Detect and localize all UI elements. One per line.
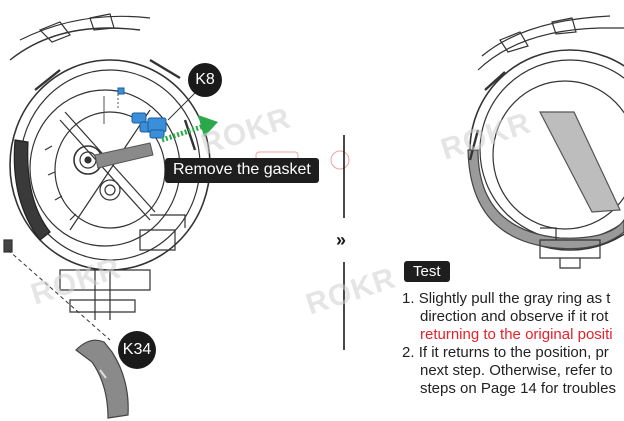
- pull-arrow: [161, 115, 218, 143]
- part-label-k8: K8: [188, 63, 222, 97]
- step-2-line-2: next step. Otherwise, refer to: [420, 362, 613, 379]
- step-1-highlight: returning to the original positi: [420, 326, 613, 343]
- step-2-line-3: steps on Page 14 for troubles: [420, 380, 616, 397]
- step-2-line-1: 2. If it returns to the position, pr: [402, 344, 609, 361]
- k34-part: [75, 339, 129, 419]
- step-1-line-2: direction and observe if it rot: [420, 308, 609, 325]
- part-label-k34: K34: [118, 331, 156, 369]
- test-label: Test: [404, 261, 450, 282]
- right-mechanism: [467, 15, 624, 269]
- gray-rod: [94, 142, 154, 169]
- step-1-line-1: 1. Slightly pull the gray ring as t: [402, 290, 611, 307]
- next-arrow-icon: »: [336, 230, 347, 250]
- step-number: 2.: [402, 344, 415, 361]
- k8-part: [117, 87, 167, 139]
- step-number: 1.: [402, 290, 415, 307]
- test-steps: 1. Slightly pull the gray ring as t dire…: [402, 290, 624, 398]
- instruction-callout: Remove the gasket: [165, 158, 319, 183]
